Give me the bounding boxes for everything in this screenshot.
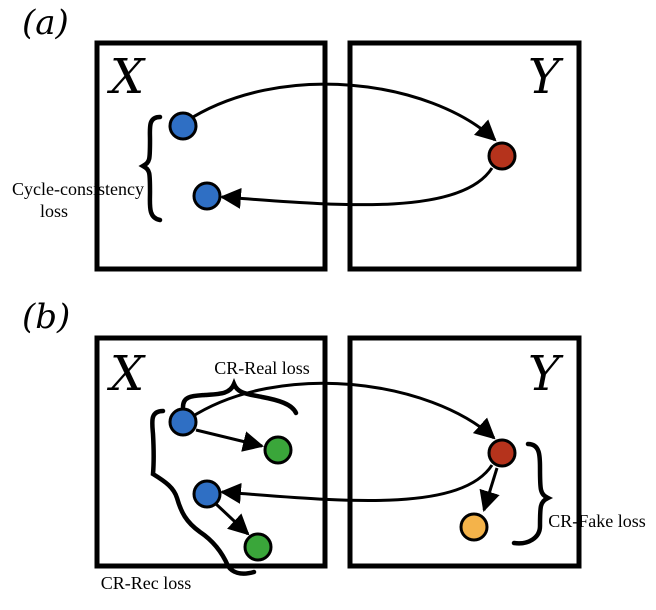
panel-a-reconstructed-point xyxy=(192,181,222,211)
panel-a-domain-y-label: Y xyxy=(528,49,564,105)
panel-a-backward-arrow xyxy=(219,167,494,209)
panel-b-domain-y-label: Y xyxy=(528,346,564,402)
panel-b-cr-real-label: CR-Real loss xyxy=(214,358,310,378)
panel-b-cr-rec-label: CR-Rec loss xyxy=(101,573,192,593)
panel-b-real-point xyxy=(168,407,198,437)
panel-b-real-augment-arrow xyxy=(195,428,265,452)
panel-b-rec-augmented-point xyxy=(243,532,273,562)
panel-b: (b) X Y CR-Real loss CR-Rec loss CR-Fake… xyxy=(22,297,646,593)
panel-b-cr-fake-label: CR-Fake loss xyxy=(548,511,646,531)
panel-b-translated-point xyxy=(487,438,517,468)
panel-b-backward-arrow xyxy=(219,464,494,504)
panel-b-domain-x-box xyxy=(94,335,328,569)
panel-a-forward-arrow xyxy=(184,82,497,142)
panel-b-fake-augmented-point xyxy=(459,512,489,542)
panel-a-domain-x-label: X xyxy=(106,49,146,105)
panel-b-reconstructed-point xyxy=(192,479,222,509)
panel-b-real-augmented-point xyxy=(263,435,293,465)
panel-b-cr-fake-brace xyxy=(511,441,554,546)
panel-b-fake-augment-arrow xyxy=(479,467,500,513)
panel-b-cr-real-brace xyxy=(180,377,299,416)
panel-b-forward-arrow xyxy=(189,381,496,440)
panel-a-loss-label-line1: Cycle-consistency xyxy=(12,179,144,199)
panel-a-translated-point xyxy=(487,141,517,171)
panel-b-domain-x-label: X xyxy=(106,346,146,402)
panel-a-real-point xyxy=(168,111,198,141)
panel-b-label: (b) xyxy=(22,297,70,337)
panel-a-loss-label-line2: loss xyxy=(40,201,68,221)
panel-a-domain-y-box xyxy=(347,40,582,272)
panel-a-brace xyxy=(138,114,163,223)
panel-a: (a) X Y Cycle-consistency loss xyxy=(12,3,582,272)
panel-b-domain-y-box xyxy=(347,335,582,569)
panel-b-cr-rec-brace xyxy=(150,408,257,576)
panel-b-rec-augment-arrow xyxy=(214,502,250,536)
panel-a-domain-x-box xyxy=(94,40,328,272)
panel-a-label: (a) xyxy=(22,3,69,43)
